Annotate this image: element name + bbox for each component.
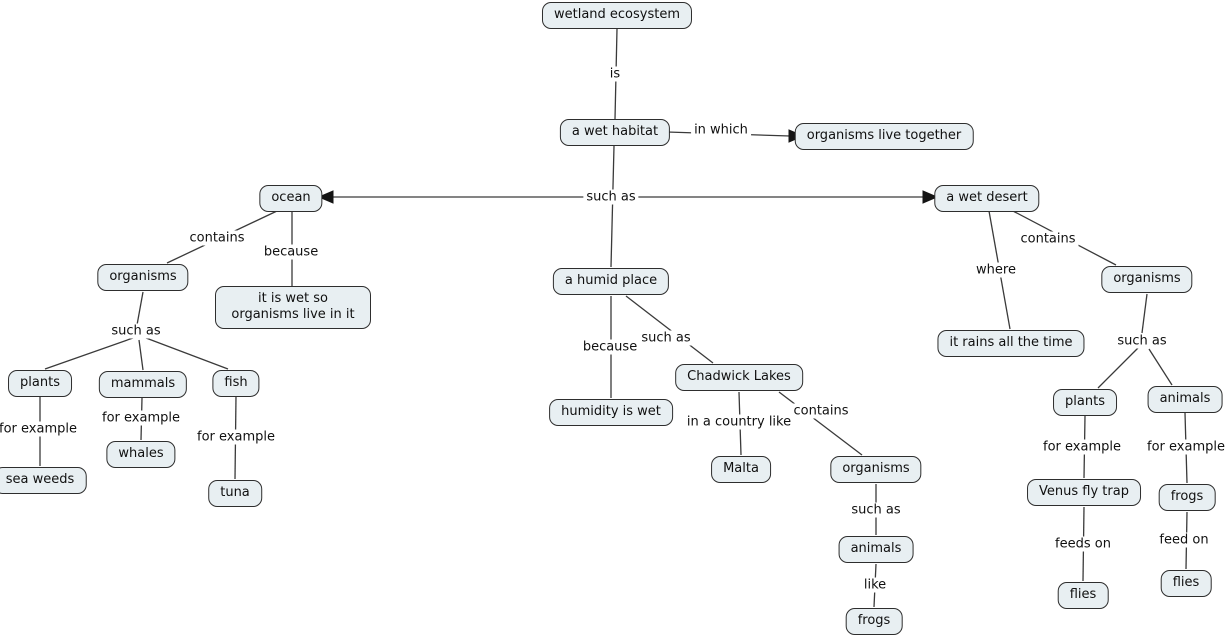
edge-label-feeds-on[interactable]: feeds on [1052,536,1114,552]
edge-junction-mammals [138,339,144,371]
edge-label-ocean-such-as[interactable]: such as [108,323,164,339]
node-plant-flies[interactable]: flies [1057,582,1109,609]
node-it-rains-all-the-time[interactable]: it rains all the time [937,330,1085,357]
node-lakes-organisms[interactable]: organisms [830,456,922,483]
node-venus-fly-trap[interactable]: Venus fly trap [1027,479,1141,506]
arrowhead-ocean [317,190,334,204]
node-mammals[interactable]: mammals [98,371,188,398]
node-ocean-note[interactable]: it is wet so organisms live in it [215,286,371,329]
edge-habitat-humidplace [610,145,615,268]
edge-oceanorganisms-junction [136,291,144,326]
edge-label-where[interactable]: where [973,262,1019,278]
edge-junction-desertplants [1097,347,1139,389]
edge-label-plants-for-example[interactable]: for example [0,421,80,437]
node-malta[interactable]: Malta [711,456,771,483]
arrowhead-wet-desert [922,190,939,204]
edge-label-is[interactable]: is [606,66,624,82]
edge-label-such-as-main[interactable]: such as [583,189,639,205]
node-humidity-is-wet[interactable]: humidity is wet [549,399,673,426]
edge-label-mammals-for-example[interactable]: for example [99,410,183,426]
edge-label-ocean-because[interactable]: because [260,244,322,260]
node-tuna[interactable]: tuna [208,480,262,507]
edge-label-lakes-contains[interactable]: contains [790,403,852,419]
node-a-wet-habitat[interactable]: a wet habitat [559,119,671,146]
node-fish[interactable]: fish [212,370,260,397]
edge-label-humid-because[interactable]: because [579,339,641,355]
edge-desertorganisms-junction [1141,293,1148,334]
node-lakes-animals[interactable]: animals [838,536,914,563]
edge-junction-plants [44,337,134,370]
node-ocean-plants[interactable]: plants [8,370,72,397]
node-sea-weeds[interactable]: sea weeds [0,467,87,494]
node-desert-animals[interactable]: animals [1147,386,1223,413]
node-whales[interactable]: whales [106,441,176,468]
node-a-humid-place[interactable]: a humid place [552,268,670,295]
edge-label-humid-such-as[interactable]: such as [638,330,694,346]
node-ocean-organisms[interactable]: organisms [97,264,189,291]
edge-humid-chadwick [625,295,714,364]
node-desert-plants[interactable]: plants [1053,389,1117,416]
node-a-wet-desert[interactable]: a wet desert [934,185,1040,212]
edge-label-like[interactable]: like [860,577,890,593]
edge-label-desert-such-as[interactable]: such as [1114,333,1170,349]
node-frog-flies[interactable]: flies [1160,570,1212,597]
edge-label-feed-on[interactable]: feed on [1156,532,1212,548]
edge-label-in-a-country-like[interactable]: in a country like [683,414,795,430]
edge-label-ocean-contains[interactable]: contains [186,230,248,246]
edge-label-fish-for-example[interactable]: for example [194,429,278,445]
edge-chadwick-organisms [778,391,863,456]
node-desert-frogs[interactable]: frogs [1158,484,1216,511]
edge-label-desert-contains[interactable]: contains [1017,231,1079,247]
node-ocean[interactable]: ocean [259,185,323,212]
edge-label-lakes-such-as[interactable]: such as [848,502,904,518]
edge-junction-fish [145,337,229,370]
node-desert-organisms[interactable]: organisms [1101,266,1193,293]
edge-label-desert-animals-for-example[interactable]: for example [1144,439,1227,455]
edge-label-desert-plants-for-example[interactable]: for example [1040,439,1124,455]
node-lakes-frogs[interactable]: frogs [845,608,903,635]
node-organisms-live-together[interactable]: organisms live together [794,123,974,150]
edge-junction-desertanimals [1148,348,1173,386]
node-chadwick-lakes[interactable]: Chadwick Lakes [675,364,803,391]
edge-label-in-which[interactable]: in which [691,122,751,138]
node-wetland-ecosystem[interactable]: wetland ecosystem [541,2,693,29]
